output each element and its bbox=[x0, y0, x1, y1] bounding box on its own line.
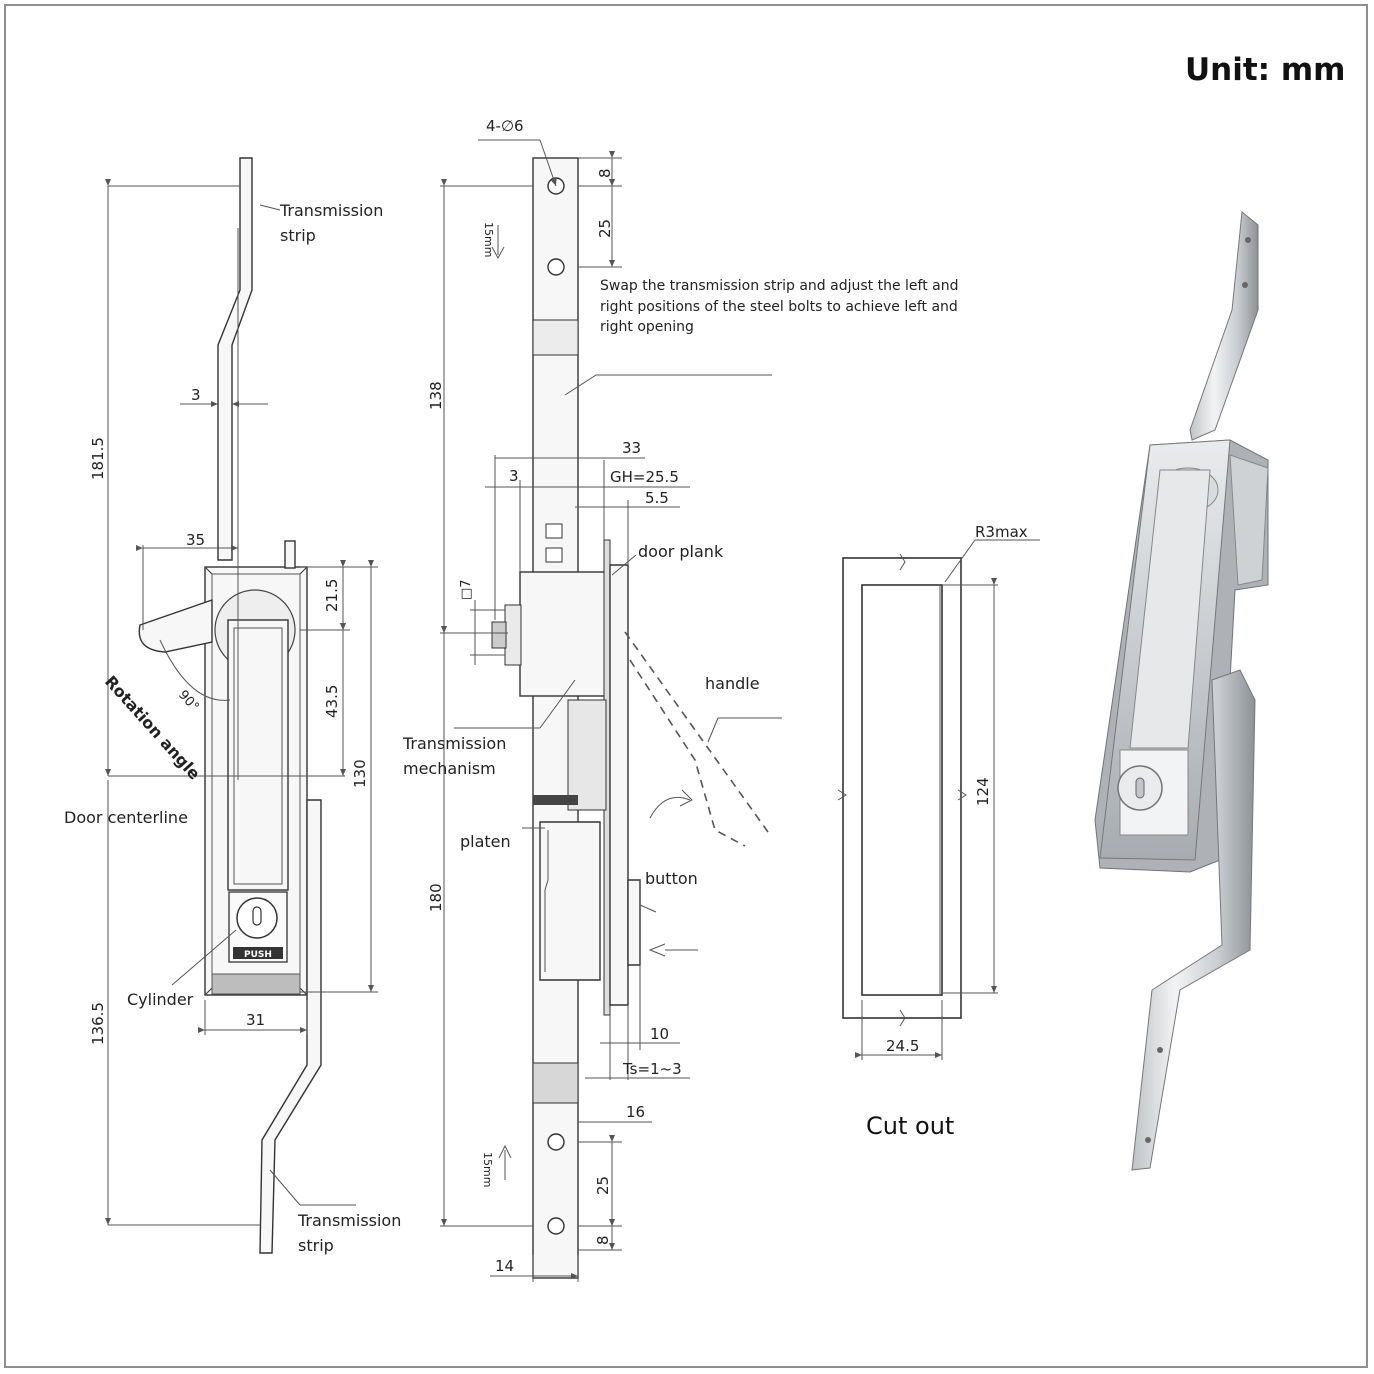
door-plank-label: door plank bbox=[638, 542, 724, 561]
rotation-angle-label: Rotation angle bbox=[101, 672, 204, 784]
travel-bottom-label: 15mm bbox=[481, 1152, 494, 1187]
transmission-strip-bottom-label-2: strip bbox=[298, 1236, 334, 1255]
side-view: PUSH Transmission strip 181.5 3 35 21.5 … bbox=[64, 157, 401, 1255]
dim-3-front: 3 bbox=[509, 467, 519, 485]
dim-8-bottom: 8 bbox=[594, 1235, 612, 1245]
cutout-width-label: 24.5 bbox=[886, 1037, 919, 1055]
mounting-hole-icon bbox=[547, 258, 565, 276]
dim-180: 180 bbox=[427, 883, 445, 912]
dim-130: 130 bbox=[351, 759, 369, 788]
handle-side bbox=[227, 619, 289, 891]
unit-title: Unit: mm bbox=[1185, 52, 1345, 88]
swap-note-1: Swap the transmission strip and adjust t… bbox=[600, 278, 958, 294]
dim-25-bottom: 25 bbox=[594, 1176, 612, 1195]
transmission-mechanism bbox=[519, 571, 609, 697]
dim-3-side: 3 bbox=[191, 386, 201, 404]
radius-label: R3max bbox=[975, 523, 1028, 541]
cylinder-label: Cylinder bbox=[127, 990, 194, 1009]
swap-note-2: right positions of the steel bolts to ac… bbox=[600, 299, 958, 315]
dim-43-5: 43.5 bbox=[323, 685, 341, 718]
ts-label: Ts=1~3 bbox=[622, 1060, 682, 1078]
transmission-strip-bottom bbox=[259, 799, 322, 1254]
travel-top-label: 15mm bbox=[482, 222, 495, 257]
dim-10: 10 bbox=[650, 1025, 669, 1043]
mounting-hole-icon bbox=[547, 1217, 565, 1235]
button-label: button bbox=[645, 869, 698, 888]
transmission-strip-top-label-1: Transmission bbox=[279, 201, 383, 220]
swap-note-3: right opening bbox=[600, 319, 694, 335]
dim-14: 14 bbox=[495, 1257, 514, 1275]
transmission-mechanism-label-2: mechanism bbox=[403, 759, 496, 778]
mounting-hole-icon bbox=[547, 1133, 565, 1151]
rotation-lever bbox=[138, 599, 213, 653]
dim-31: 31 bbox=[246, 1011, 265, 1029]
cutout-inner bbox=[861, 584, 943, 996]
front-view: 4-∅6 8 25 15mm Swap the transmission str… bbox=[402, 117, 958, 1282]
image-frame bbox=[4, 4, 1368, 1368]
cutout-view: R3max 124 24.5 Cut out bbox=[837, 523, 1040, 1140]
transmission-mechanism-label-1: Transmission bbox=[402, 734, 506, 753]
dim-35: 35 bbox=[186, 531, 205, 549]
dim-136-5: 136.5 bbox=[89, 1002, 107, 1045]
dim-16: 16 bbox=[626, 1103, 645, 1121]
dim-5-5: 5.5 bbox=[645, 489, 669, 507]
product-photo bbox=[1094, 211, 1269, 1171]
holes-label: 4-∅6 bbox=[486, 117, 524, 135]
cutout-title: Cut out bbox=[866, 1112, 954, 1140]
cutout-height-label: 124 bbox=[974, 777, 992, 806]
dim-138: 138 bbox=[427, 381, 445, 410]
square-7-label: □7 bbox=[459, 579, 474, 600]
gh-label: GH=25.5 bbox=[610, 468, 679, 486]
platen-label: platen bbox=[460, 832, 511, 851]
handle-label: handle bbox=[705, 674, 760, 693]
door-centerline-label: Door centerline bbox=[64, 808, 188, 827]
dim-181-5: 181.5 bbox=[89, 437, 107, 480]
dim-33: 33 bbox=[622, 439, 641, 457]
dim-21-5: 21.5 bbox=[323, 579, 341, 612]
push-label: PUSH bbox=[244, 950, 272, 960]
transmission-strip-top bbox=[217, 157, 253, 561]
dim-25-top: 25 bbox=[596, 219, 614, 238]
transmission-strip-bottom-label-1: Transmission bbox=[297, 1211, 401, 1230]
dim-8-top: 8 bbox=[596, 168, 614, 178]
transmission-strip-top-label-2: strip bbox=[280, 226, 316, 245]
